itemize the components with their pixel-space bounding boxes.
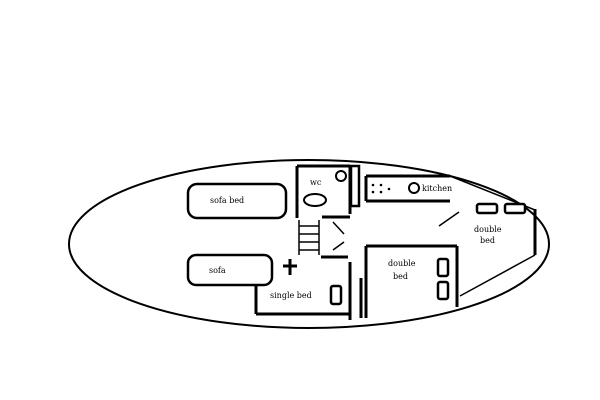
forward-pillow-left [475, 202, 499, 215]
companionway-steps [298, 220, 320, 255]
forward-cabin-walls [366, 175, 537, 307]
forward-pillow-right [503, 202, 527, 215]
double-bed-fwd-line1: double [474, 225, 502, 234]
wc-label: wc [310, 178, 322, 187]
double-bed-mid-line1: double [388, 259, 416, 268]
kitchen-label: kitchen [422, 184, 452, 193]
sofa-bed [186, 182, 288, 220]
double-bed-fwd-line2: bed [480, 236, 495, 245]
forward-door-swing [438, 211, 460, 227]
kitchen-counter [349, 164, 450, 208]
sofa [186, 253, 274, 287]
hull-outline [68, 159, 550, 329]
door-swing-upper [332, 221, 345, 235]
table-marker-icon [283, 259, 297, 275]
aft-cabin-walls [254, 262, 352, 320]
stove-burners-icon [371, 183, 391, 194]
single-bed-label: single bed [270, 291, 312, 300]
basin-icon [335, 170, 347, 182]
sofa-bed-label: sofa bed [210, 196, 244, 205]
single-bed-pillow [329, 284, 343, 306]
sofa-label: sofa [209, 266, 226, 275]
toilet-icon [303, 193, 327, 207]
door-swing-lower [332, 241, 345, 251]
double-bed-mid-line2: bed [393, 272, 408, 281]
mid-pillow-bottom [436, 280, 450, 301]
mid-pillow-top [436, 257, 450, 278]
sink-icon [408, 182, 420, 194]
